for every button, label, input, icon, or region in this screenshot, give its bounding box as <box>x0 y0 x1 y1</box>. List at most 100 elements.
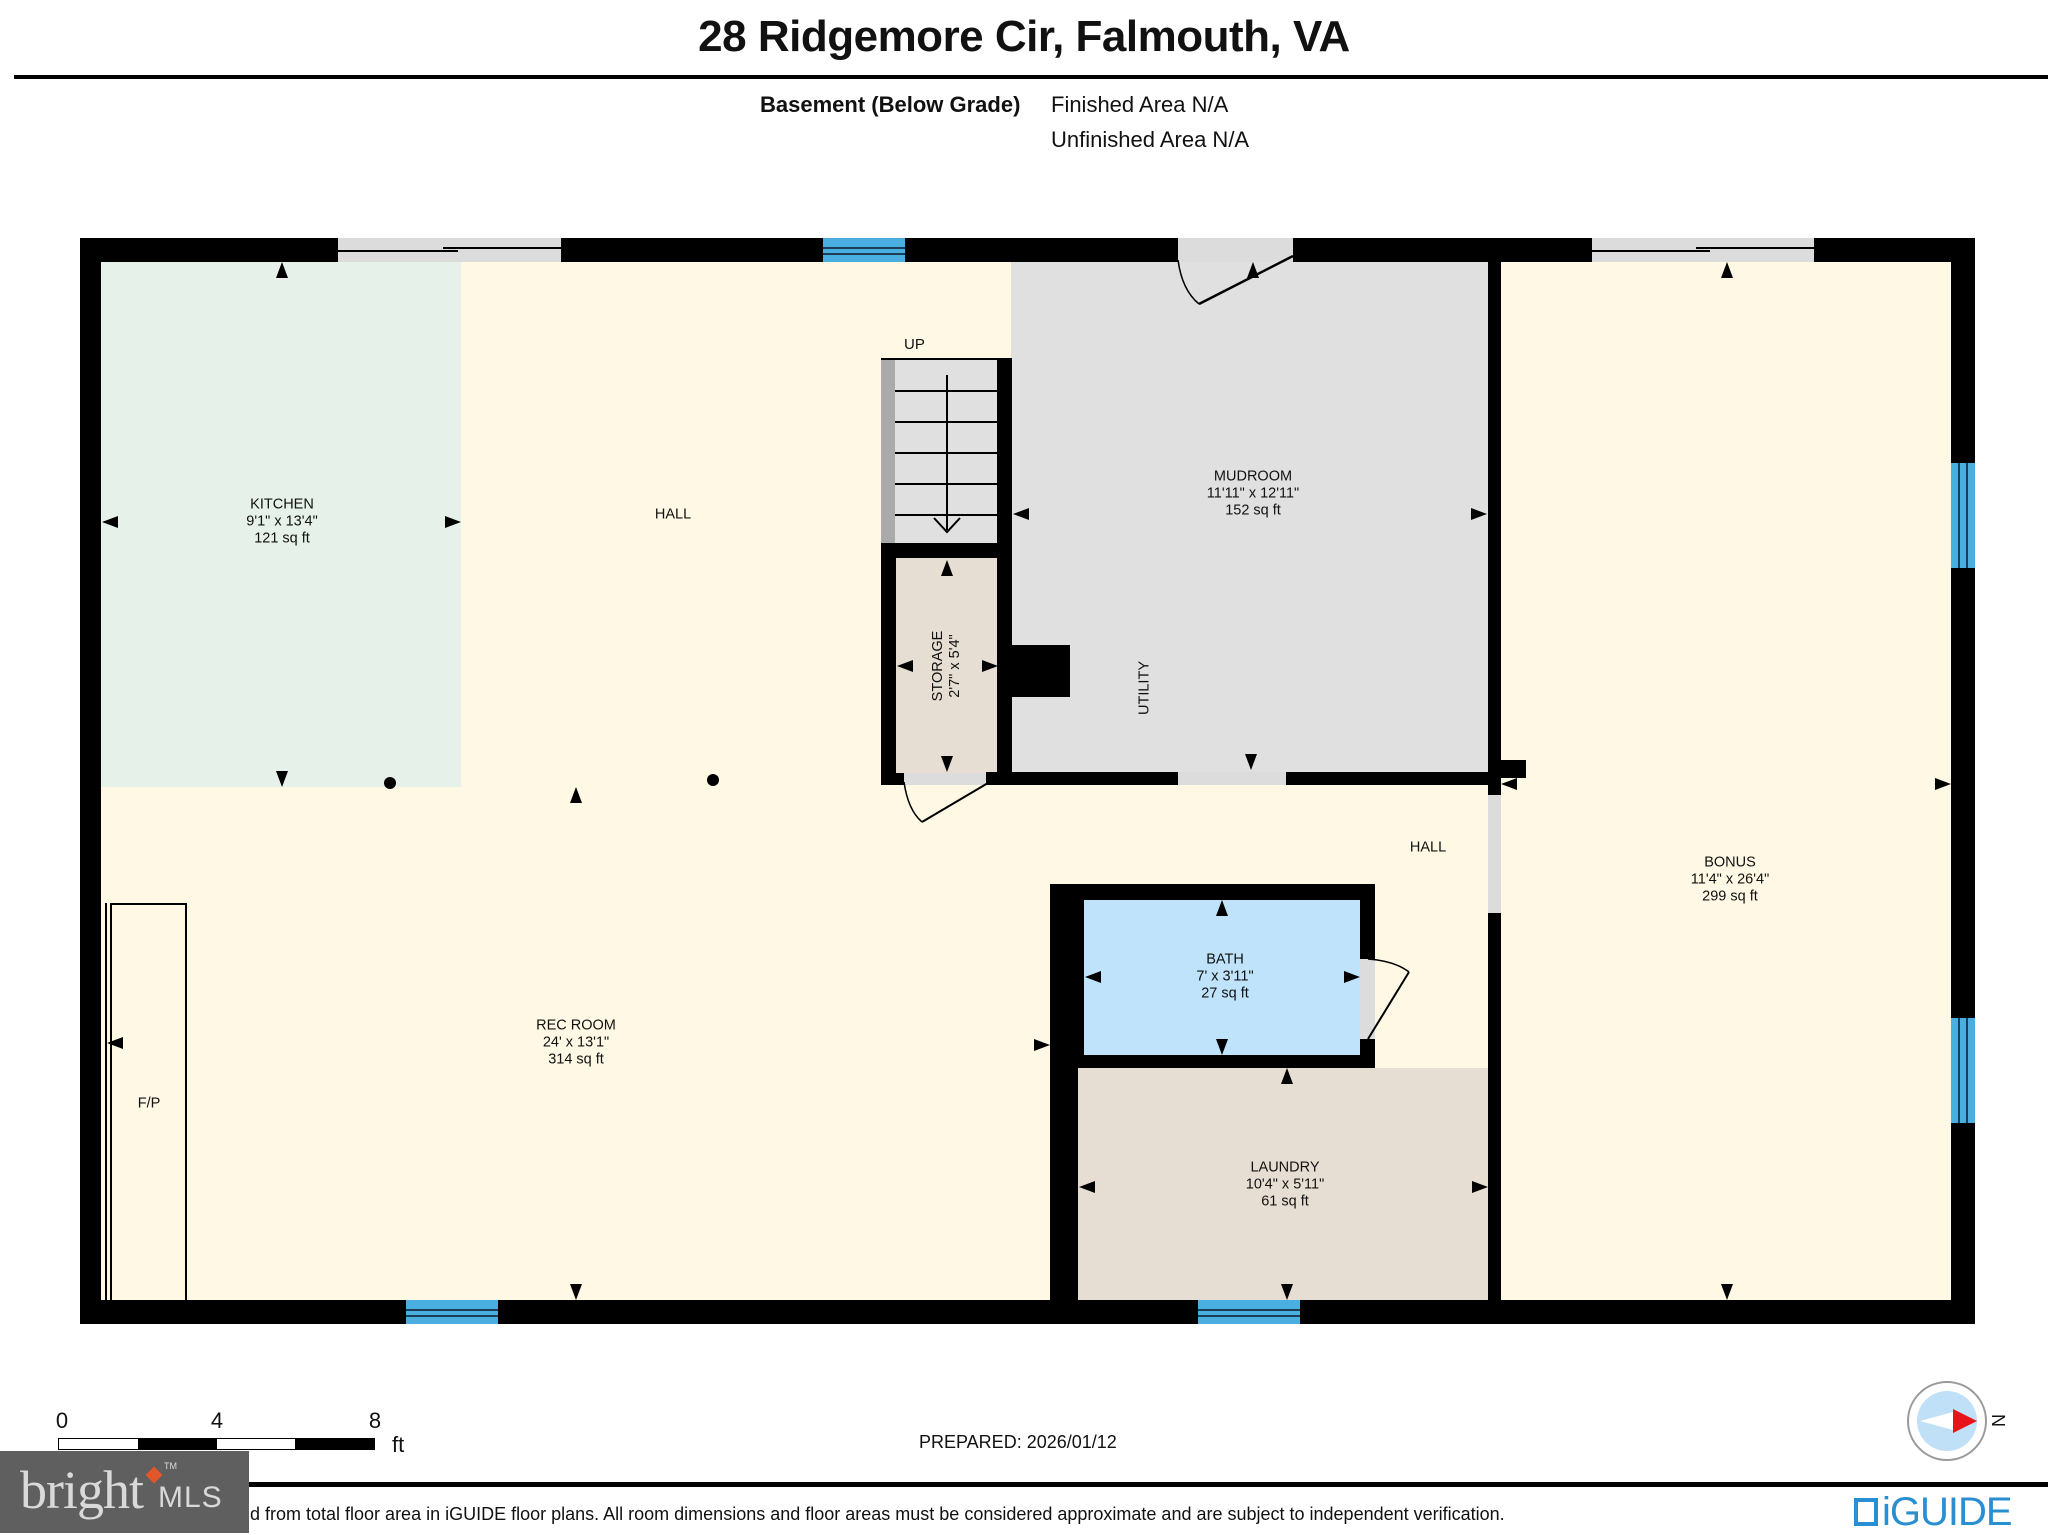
wall-bath-right-upper <box>1360 884 1375 959</box>
opening-hall-bonus[interactable] <box>1488 795 1501 913</box>
dim-arrow-icon <box>1085 971 1101 983</box>
room-dims: 11'4" x 26'4" <box>1690 871 1770 888</box>
room-dims: 7' x 3'11" <box>1196 968 1254 985</box>
prepared-date: PREPARED: 2026/01/12 <box>919 1432 1117 1452</box>
sliding-door-bonus[interactable] <box>1592 238 1814 262</box>
chimney-block <box>1012 645 1070 697</box>
room-dims: 11'11" x 12'11" <box>1206 485 1300 502</box>
wall-storage-bottom-left <box>881 773 904 785</box>
room-dims: 9'1" x 13'4" <box>246 513 318 530</box>
scale-tick-4: 4 <box>210 1408 224 1433</box>
room-name: BATH <box>1206 951 1244 968</box>
dim-arrow-icon <box>276 262 288 278</box>
door-storage[interactable] <box>904 773 986 785</box>
room-area: 299 sq ft <box>1702 888 1758 905</box>
scale-bar <box>58 1438 375 1450</box>
room-kitchen[interactable]: KITCHEN 9'1" x 13'4" 121 sq ft <box>246 497 317 548</box>
dim-arrow-icon <box>1472 1181 1488 1193</box>
dim-arrow-icon <box>941 756 953 772</box>
door-swing-storage-icon <box>903 781 989 823</box>
window-bottom-laundry <box>1198 1300 1300 1324</box>
dim-arrow-icon <box>1245 754 1257 770</box>
support-post-1 <box>384 777 396 789</box>
room-name: HALL <box>1409 839 1447 856</box>
door-mudroom-exterior[interactable] <box>1178 238 1293 262</box>
header-divider <box>14 75 2048 79</box>
wall-mudroom-bottom-left <box>986 772 1178 785</box>
level-label: Basement (Below Grade) <box>760 92 1021 117</box>
bright-logo-word: bright <box>20 1460 144 1520</box>
dim-arrow-icon <box>1034 1039 1050 1051</box>
stair-direction-arrow-icon <box>933 375 961 534</box>
unfinished-area: Unfinished Area N/A <box>1051 127 1250 152</box>
room-hall-top[interactable]: HALL <box>655 507 691 524</box>
dim-arrow-icon <box>1344 971 1360 983</box>
wall-bath-right-lower <box>1360 1039 1375 1068</box>
fireplace-label: F/P <box>137 1095 161 1112</box>
dim-arrow-icon <box>276 771 288 787</box>
sliding-door-kitchen[interactable] <box>338 238 561 262</box>
dim-arrow-icon <box>1935 778 1951 790</box>
room-laundry-fill <box>1078 1068 1488 1300</box>
room-utility[interactable]: UTILITY <box>1137 661 1154 715</box>
room-bath[interactable]: BATH 7' x 3'11" 27 sq ft <box>1196 952 1253 1003</box>
bright-mls-logo: bright TM MLS <box>0 1451 249 1533</box>
room-bonus[interactable]: BONUS 11'4" x 26'4" 299 sq ft <box>1691 855 1769 906</box>
room-dims: 24' x 13'1" <box>542 1034 610 1051</box>
support-post-2 <box>707 774 719 786</box>
wall-storage-left <box>881 543 896 785</box>
bright-tm: TM <box>164 1461 177 1471</box>
wall-bottom <box>80 1300 1975 1324</box>
compass-icon <box>1907 1381 1987 1461</box>
room-mudroom-fill <box>1011 262 1488 772</box>
disclaimer: d from total floor area in iGUIDE floor … <box>250 1504 1505 1524</box>
door-swing-mudroom-icon <box>1177 254 1294 306</box>
wall-left <box>80 238 101 1324</box>
window-top-hall <box>823 238 905 262</box>
room-name: STORAGE <box>930 630 946 702</box>
room-name: REC ROOM <box>536 1017 616 1034</box>
dim-arrow-icon <box>107 1037 123 1049</box>
stairs-up-label: UP <box>904 336 925 353</box>
room-name: MUDROOM <box>1213 468 1293 485</box>
room-dims: 10'4" x 5'11" <box>1245 1176 1325 1193</box>
dim-arrow-icon <box>570 1284 582 1300</box>
room-name: HALL <box>654 506 692 523</box>
room-name: KITCHEN <box>250 496 314 513</box>
wall-bonus-left-lower <box>1488 913 1501 1303</box>
room-area: 61 sq ft <box>1261 1193 1309 1210</box>
room-mudroom[interactable]: MUDROOM 11'11" x 12'11" 152 sq ft <box>1207 469 1299 520</box>
compass-north-label: N <box>1988 1414 2008 1427</box>
opening-mudroom-bottom[interactable] <box>1178 772 1286 785</box>
scale-tick-0: 0 <box>55 1408 69 1433</box>
page-title: 28 Ridgemore Cir, Falmouth, VA <box>698 12 1350 61</box>
dim-arrow-icon <box>1501 778 1517 790</box>
dim-arrow-icon <box>1216 1039 1228 1055</box>
dim-arrow-icon <box>1281 1068 1293 1084</box>
wall-stub-bonus <box>1500 760 1526 778</box>
dim-arrow-icon <box>1281 1284 1293 1300</box>
room-laundry[interactable]: LAUNDRY 10'4" x 5'11" 61 sq ft <box>1246 1160 1324 1211</box>
footer-divider <box>14 1482 2048 1487</box>
wall-bath-top <box>1050 884 1375 900</box>
room-bath-fill <box>1084 900 1362 1056</box>
room-name: BONUS <box>1704 854 1756 871</box>
iguide-logo-text: iGUIDE <box>1882 1490 2013 1534</box>
window-right-lower <box>1951 1018 1975 1123</box>
room-area: 152 sq ft <box>1225 502 1281 519</box>
room-rec-room[interactable]: REC ROOM 24' x 13'1" 314 sq ft <box>536 1018 616 1069</box>
room-hall-right[interactable]: HALL <box>1410 840 1446 857</box>
wall-right <box>1951 238 1975 1324</box>
dim-arrow-icon <box>897 660 913 672</box>
door-bath[interactable] <box>1360 959 1375 1039</box>
dim-arrow-icon <box>1079 1181 1095 1193</box>
stairs[interactable] <box>881 358 997 543</box>
dim-arrow-icon <box>570 787 582 803</box>
dim-arrow-icon <box>941 560 953 576</box>
wall-mudroom-bottom-right <box>1286 772 1500 785</box>
room-storage[interactable]: STORAGE 2'7" x 5'4" <box>930 631 964 702</box>
dim-arrow-icon <box>982 660 998 672</box>
dim-arrow-icon <box>1216 900 1228 916</box>
room-name: LAUNDRY <box>1250 1159 1320 1176</box>
